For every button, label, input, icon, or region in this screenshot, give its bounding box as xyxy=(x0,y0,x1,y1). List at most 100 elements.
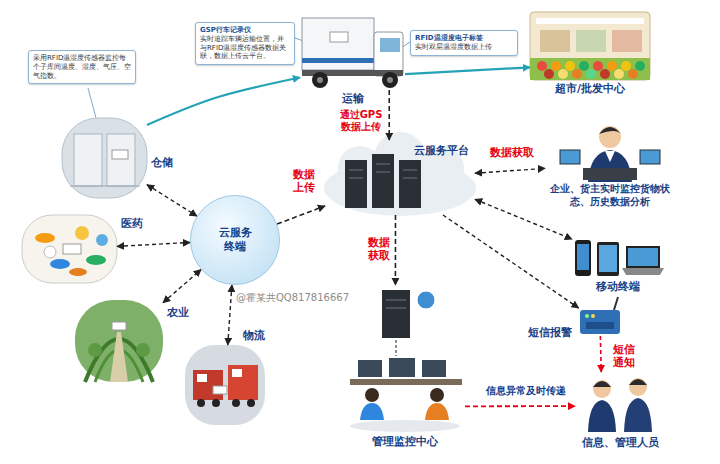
mobile-devices xyxy=(622,268,664,275)
edge-label-holder: 短信通知 xyxy=(612,343,636,369)
monitoring-center xyxy=(425,403,449,420)
supermarket-photo xyxy=(600,69,610,79)
cloud-servers xyxy=(349,178,363,179)
sms-alarm-device xyxy=(580,310,620,334)
connector xyxy=(117,242,190,246)
label-holder: 仓储 xyxy=(151,156,173,170)
cloud-platform: 云服务平台 xyxy=(325,140,475,215)
staff-people xyxy=(593,380,611,398)
truck xyxy=(317,77,323,83)
label-holder: 超市/批发中心 xyxy=(555,82,625,96)
monitoring-center xyxy=(417,291,435,309)
connector xyxy=(147,185,197,216)
mobile-node: 移动终端 xyxy=(572,238,664,278)
connector xyxy=(228,285,232,345)
node-label: 企业、货主实时监控货物状态、历史数据分析 xyxy=(545,182,675,208)
connector xyxy=(147,78,300,125)
logistics-photo xyxy=(232,399,240,407)
edge-label: 数据获取 xyxy=(482,146,542,159)
connector xyxy=(443,215,579,308)
supermarket-photo xyxy=(530,12,650,80)
node-label: 信息、管理人员 xyxy=(582,436,659,450)
label-holder: 物流 xyxy=(243,329,265,343)
node-label: 管理监控中心 xyxy=(372,435,438,449)
agriculture-photo xyxy=(75,300,163,382)
cloud-servers xyxy=(345,160,367,208)
label-holder: 运输 xyxy=(342,92,364,106)
medicine-node: 医药 xyxy=(22,215,117,283)
truck xyxy=(382,72,398,88)
callout-box: 采用RFID温湿度传感器监控每个子库间温度、湿度、气压、空气指数。 xyxy=(28,50,136,84)
supermarket-photo xyxy=(551,61,561,71)
connector xyxy=(277,206,325,224)
callout-heading: RFID温湿度电子标签 xyxy=(415,34,513,43)
truck xyxy=(312,72,328,88)
label-holder: 医药 xyxy=(121,217,143,231)
medicine-photo xyxy=(44,246,56,258)
monitoring-center xyxy=(396,340,397,356)
cloud-servers xyxy=(376,172,390,173)
medicine-photo xyxy=(22,215,117,283)
mobile-devices xyxy=(599,245,617,272)
client-person xyxy=(560,150,580,164)
agriculture-photo xyxy=(88,343,102,357)
supermarket-photo xyxy=(635,61,645,71)
label-holder: 短信报警 xyxy=(528,326,572,340)
staff-people xyxy=(629,378,647,396)
staff-node: 信息、管理人员 xyxy=(575,372,665,434)
node-label: 超市/批发中心 xyxy=(555,82,625,96)
medicine-photo xyxy=(86,255,106,265)
callout-box: RFID温湿度电子标签实时双层温湿度数据上传 xyxy=(410,30,518,56)
cloud-servers xyxy=(376,164,390,165)
node-label: 仓储 xyxy=(151,156,173,170)
market-node: 超市/批发中心 xyxy=(530,12,650,80)
staff-people xyxy=(593,381,611,387)
label-holder: 移动终端 xyxy=(596,280,640,294)
warehouse-photo xyxy=(112,150,128,159)
cloud-servers xyxy=(403,178,417,179)
supermarket-photo xyxy=(614,69,624,79)
warehouse-node: 仓储 xyxy=(62,118,147,198)
mobile-devices xyxy=(575,240,664,276)
edge-label-holder: 数据获取 xyxy=(482,146,542,159)
cloud-servers xyxy=(324,132,476,216)
supermarket-photo xyxy=(607,61,617,71)
supermarket-photo xyxy=(612,30,642,52)
edge-label-holder: 通过GPS 数据上传 xyxy=(338,109,384,133)
supermarket-photo xyxy=(536,18,644,24)
supermarket-photo xyxy=(621,61,631,71)
connector xyxy=(395,215,397,285)
logistics-photo xyxy=(193,370,223,400)
mobile-devices xyxy=(577,244,589,270)
monitoring-center xyxy=(365,388,379,402)
supermarket-photo xyxy=(572,69,582,79)
truck xyxy=(302,18,374,70)
label-holder: 管理监控中心 xyxy=(372,435,438,449)
warehouse-photo xyxy=(70,186,140,187)
staff-people xyxy=(588,400,616,432)
mobile-devices xyxy=(628,248,658,266)
callout-box: GSP行车记录仪实时追踪车辆运输位置，并与RFID温湿度传感器数据关联，数据上传… xyxy=(195,22,295,65)
supermarket-photo xyxy=(530,58,650,80)
agriculture-photo xyxy=(110,332,128,382)
edge-label: 通过GPS 数据上传 xyxy=(338,109,384,133)
node-label: 物流 xyxy=(243,329,265,343)
truck xyxy=(330,32,348,42)
staff-people xyxy=(588,378,652,432)
medicine-photo xyxy=(96,234,108,246)
edge-label-holder: 数据获取 xyxy=(367,236,391,262)
edge-label: 信息异常及时传递 xyxy=(478,385,574,397)
monitoring-center xyxy=(382,290,410,338)
label-holder: @霍某共QQ817816667 xyxy=(236,292,349,304)
connector xyxy=(388,90,390,140)
client-person xyxy=(599,126,621,148)
sms-alarm-device xyxy=(591,314,595,318)
logistics-photo xyxy=(185,345,265,425)
supermarket-photo xyxy=(586,69,596,79)
warehouse-photo xyxy=(74,134,102,186)
warehouse-photo xyxy=(62,118,147,198)
truck xyxy=(302,58,374,63)
mobile-devices xyxy=(626,246,660,268)
truck xyxy=(387,77,393,83)
